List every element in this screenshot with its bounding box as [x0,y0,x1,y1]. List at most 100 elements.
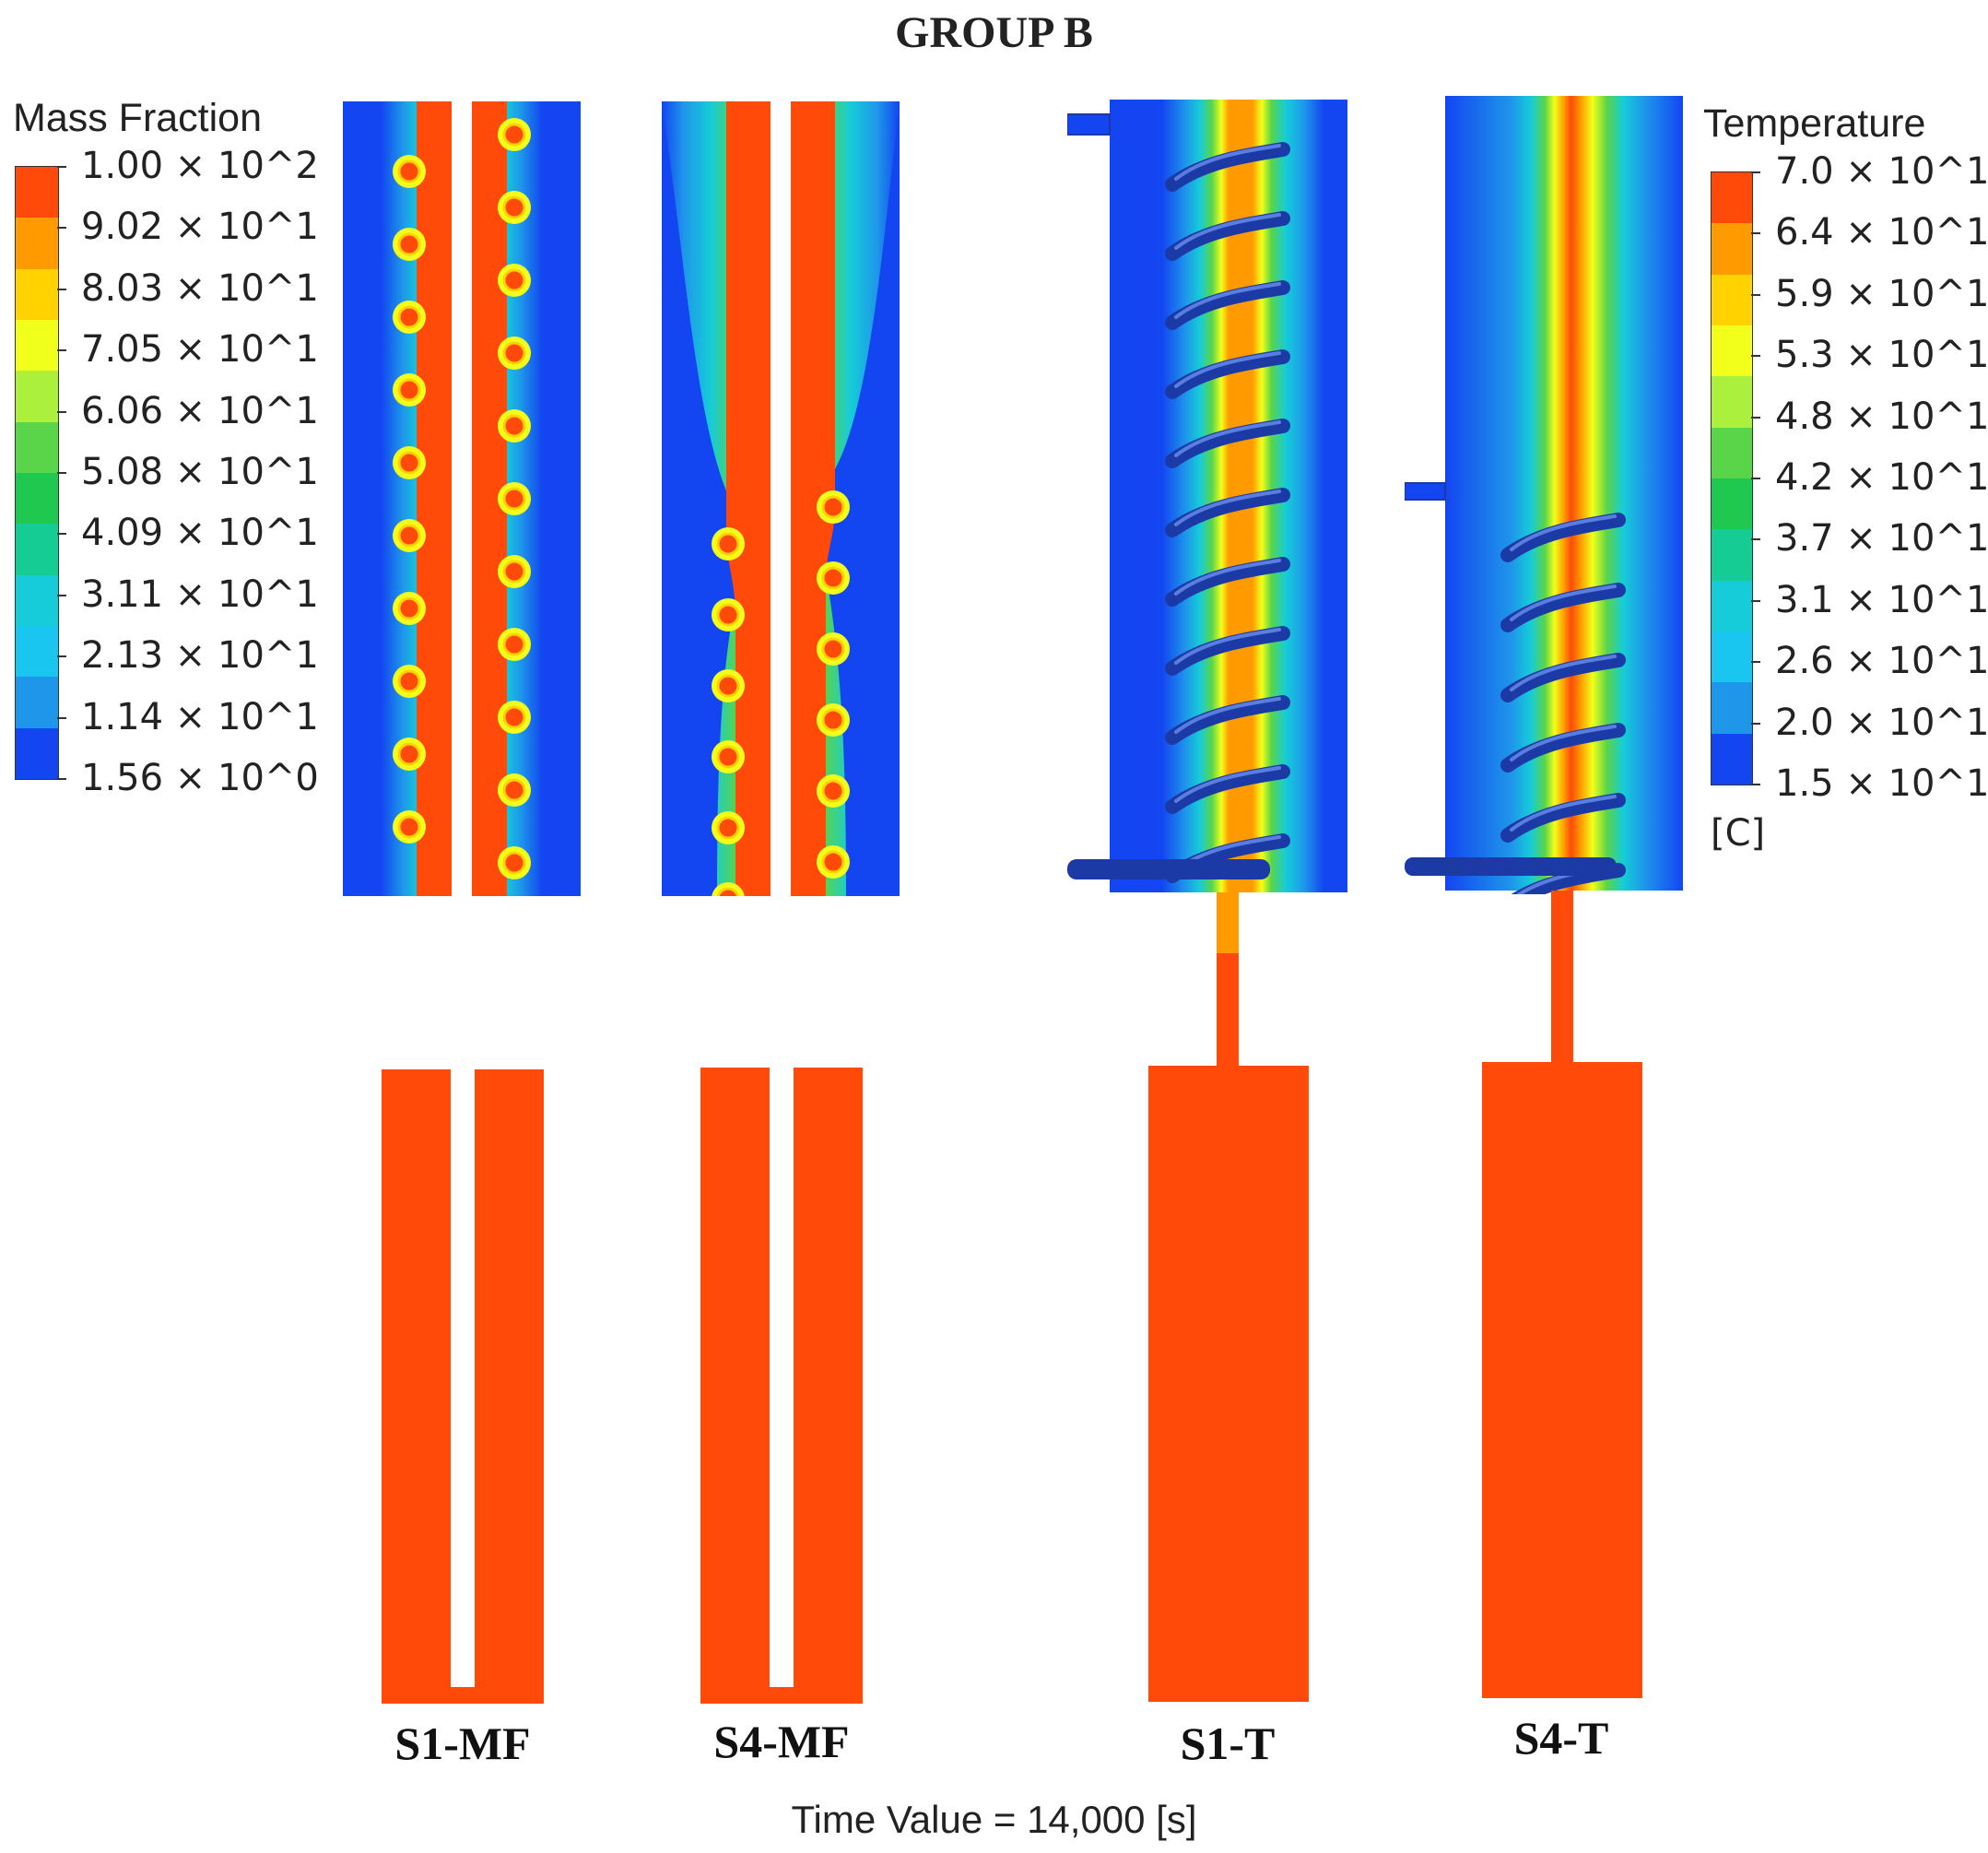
temperature-tick-mark [1751,478,1760,479]
mass-fraction-band [16,421,58,473]
mass-fraction-band [16,268,58,320]
pcm-capsule [821,495,845,519]
pcm-capsule [502,341,526,365]
coil-turn [1165,142,1290,192]
s4-t-bottom-panel [1482,891,1642,1698]
mass-fraction-tick-mark [57,655,66,658]
s4-t-contour-panel [1405,96,1683,894]
coil-turn-highlight [1510,795,1617,832]
temperature-band [1712,325,1752,377]
mass-fraction-band [16,218,58,269]
temperature-tick-label: 3.7 × 10^1 [1775,517,1988,561]
temperature-band [1712,172,1752,224]
coil-turn [1500,653,1626,702]
mass-fraction-tick-mark [57,594,66,596]
coil-turn-highlight [1174,766,1281,803]
mass-fraction-tick-label: 2.13 × 10^1 [81,634,319,678]
mass-fraction-tick-mark [57,166,66,168]
temperature-band [1712,478,1752,530]
temperature-tick-mark [1751,232,1760,235]
s1-mf-contour-svg [343,101,581,896]
mass-fraction-tick-label: 1.00 × 10^2 [81,145,319,187]
pcm-capsule [397,524,421,548]
temperature-tick-label: 4.2 × 10^1 [1775,456,1988,499]
mass-fraction-band [16,727,58,779]
s1-t-helical-coil [1165,142,1290,883]
pcm-capsule [397,815,421,839]
s4-mf-bottom-svg [700,1068,863,1704]
s1-mf-bottom-panel [382,1069,544,1704]
temperature-tick-mark [1751,661,1760,664]
pcm-capsule [821,708,845,732]
s4-t-contour-svg [1405,96,1683,894]
pcm-capsule [397,669,421,693]
mass-fraction-band [16,472,58,525]
temperature-band [1712,223,1752,275]
coil-turn-highlight [1174,697,1281,734]
temperature-tick-label: 6.4 × 10^1 [1775,211,1988,254]
coil-turn-highlight [1510,725,1617,761]
temperature-band [1712,376,1752,428]
mass-fraction-tick-label: 5.08 × 10^1 [81,451,319,493]
mass-fraction-tick-labels: 1.00 × 10^2 9.02 × 10^1 8.03 × 10^1 7.05 × … [57,0,334,797]
s4-t-helical-coil [1500,513,1626,894]
coil-turn [1165,626,1290,676]
coil-turn [1500,583,1626,632]
coil-turn [1500,513,1626,562]
pcm-capsule [716,887,740,896]
pcm-capsule [716,532,740,556]
mass-fraction-tick-mark [57,349,66,352]
mass-fraction-tick-label: 3.11 × 10^1 [81,572,319,616]
coil-turn [1165,349,1290,399]
mass-fraction-tick-label: 9.02 × 10^1 [81,206,319,249]
s1-mf-bottom-svg [382,1069,544,1704]
pcm-capsule [397,742,421,766]
mass-fraction-tick-mark [57,716,66,719]
coil-turn-highlight [1174,144,1281,181]
temperature-tick-label: 5.3 × 10^1 [1775,334,1988,377]
s4-mf-contour-svg [662,101,900,896]
figure-title: GROUP B [895,8,1093,57]
mass-fraction-tick-mark [57,472,66,474]
temperature-tick-label: 2.6 × 10^1 [1775,640,1988,683]
mass-fraction-band [16,371,58,422]
mass-fraction-tick-label: 1.56 × 10^0 [81,757,319,799]
coil-turn-highlight [1510,514,1617,551]
mass-fraction-colorbar [15,166,59,780]
pcm-capsule [821,779,845,803]
temperature-tick-mark [1751,293,1760,296]
caption-s1-t: S1-T [1180,1717,1276,1769]
mass-fraction-tick-label: 8.03 × 10^1 [81,266,319,310]
pcm-capsule [502,778,526,802]
caption-s1-mf: S1-MF [394,1717,531,1769]
temperature-band [1712,580,1752,631]
coil-turn [1165,695,1290,745]
coil-turn [1500,793,1626,843]
mass-fraction-band [16,677,58,728]
mass-fraction-tick-label: 1.14 × 10^1 [81,695,319,738]
pcm-capsule [502,632,526,656]
pcm-capsule [502,123,526,147]
temperature-tick-label: 1.5 × 10^1 [1775,762,1988,805]
coil-turn [1165,488,1290,537]
temperature-tick-mark [1751,784,1760,785]
s1-t-bottom-panel [1148,953,1309,1702]
coil-turn [1165,280,1290,330]
mass-fraction-tick-label: 7.05 × 10^1 [81,328,319,372]
coil-turn-highlight [1510,584,1617,621]
mass-fraction-tick-mark [57,288,66,290]
pcm-capsule [397,451,421,475]
s1-mf-pcm-capsules [393,118,531,879]
pcm-capsule [716,603,740,627]
coil-turn [1165,557,1290,607]
pcm-capsule [502,560,526,584]
pcm-capsule [502,268,526,292]
mass-fraction-band [16,319,58,372]
temperature-tick-mark [1751,538,1760,541]
mass-fraction-legend-title: Mass Fraction [13,96,263,140]
temperature-tick-mark [1751,722,1760,725]
coil-turn [1165,419,1290,468]
pcm-capsule [397,305,421,329]
coil-turn-highlight [1174,490,1281,526]
temperature-tick-mark [1751,171,1760,173]
